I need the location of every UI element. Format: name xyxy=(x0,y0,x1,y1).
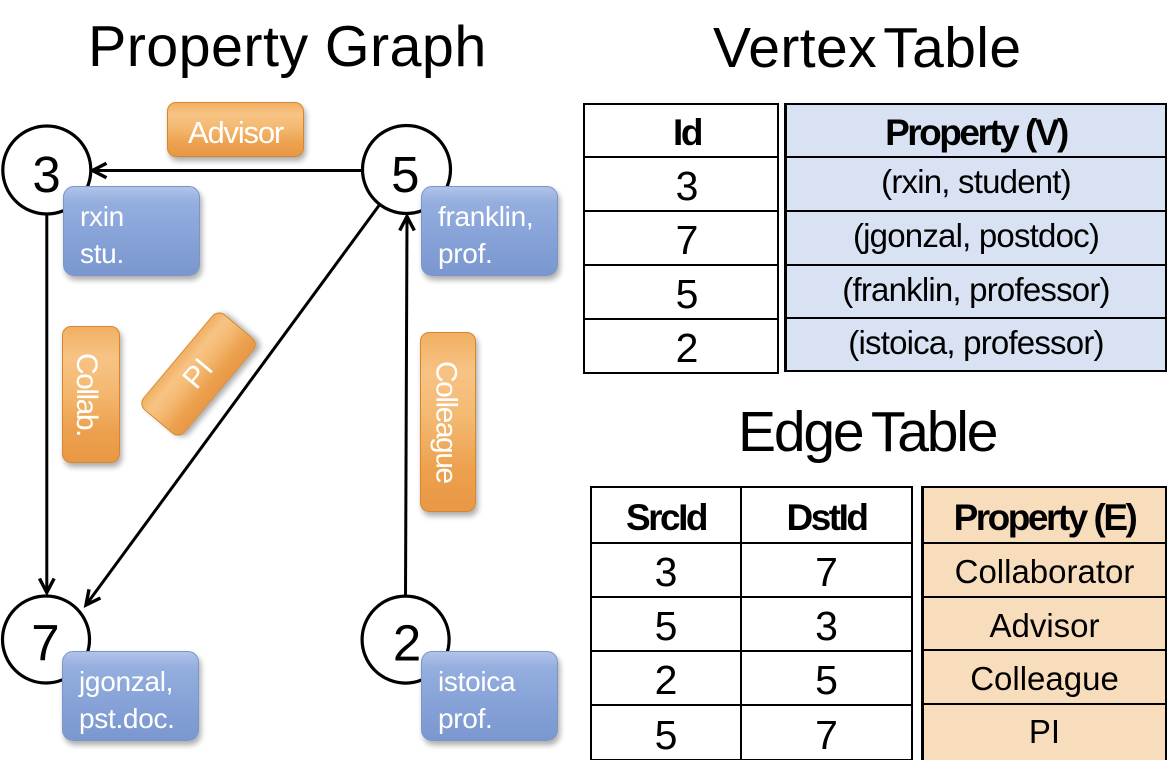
svg-text:3: 3 xyxy=(32,146,60,203)
svg-text:5: 5 xyxy=(391,146,419,203)
svg-text:7: 7 xyxy=(31,615,59,672)
svg-text:2: 2 xyxy=(393,615,421,672)
